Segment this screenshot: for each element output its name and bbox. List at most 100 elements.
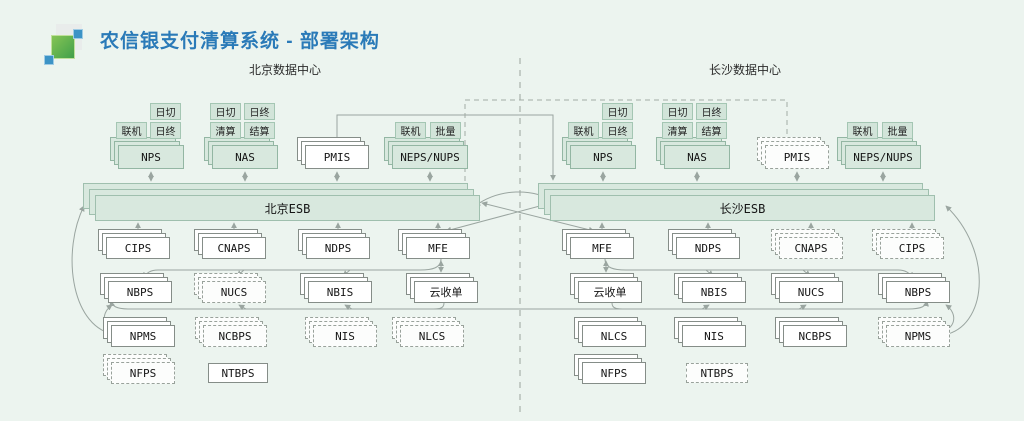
node-box: NUCS	[202, 281, 266, 303]
node-bj-ncbps: NCBPS	[195, 317, 267, 347]
tag-cs-nps-tag-day-cut: 日切	[602, 103, 633, 120]
node-cs-nas: NAS	[656, 137, 730, 169]
node-label: NBIS	[700, 285, 728, 299]
node-label: NUCS	[220, 285, 248, 299]
node-bj-mfe: MFE	[398, 229, 470, 259]
node-label: NBIS	[326, 285, 354, 299]
node-box: NCBPS	[783, 325, 847, 347]
node-bj-cloud-acquiring: 云收单	[406, 273, 478, 303]
node-label: NIS	[335, 329, 355, 343]
tag-cs-nps-tag-day-end: 日终	[602, 122, 633, 139]
logo-blue-square-bottom	[44, 55, 54, 65]
node-label: NPMS	[129, 329, 157, 343]
tag-bj-nas-tag-settlement: 结算	[244, 122, 275, 139]
node-label: NBPS	[904, 285, 932, 299]
node-label: NFPS	[129, 366, 157, 380]
node-bj-npms: NPMS	[103, 317, 175, 347]
node-label: NAS	[687, 150, 707, 164]
node-box: NPMS	[111, 325, 175, 347]
logo-green-square	[51, 35, 75, 59]
tag-bj-nas-tag-day-cut: 日切	[210, 103, 241, 120]
node-box: CNAPS	[779, 237, 843, 259]
node-box: NIS	[682, 325, 746, 347]
node-label: NLCS	[418, 329, 446, 343]
node-box: NTBPS	[686, 363, 748, 383]
node-box: NPS	[570, 145, 636, 169]
node-label: NEPS/NUPS	[853, 150, 913, 164]
node-label: NEPS/NUPS	[400, 150, 460, 164]
node-bj-neps-nups: NEPS/NUPS	[384, 137, 468, 169]
node-label: MFE	[592, 241, 612, 255]
node-cs-nucs: NUCS	[771, 273, 843, 303]
node-bj-esb: 北京ESB	[83, 183, 480, 221]
tag-bj-nas-tag-day-end: 日终	[244, 103, 275, 120]
node-box: NPS	[118, 145, 184, 169]
node-bj-nas: NAS	[204, 137, 278, 169]
node-box: NPMS	[886, 325, 950, 347]
node-label: NDPS	[694, 241, 722, 255]
node-box: PMIS	[765, 145, 829, 169]
node-box: NEPS/NUPS	[392, 145, 468, 169]
node-bj-ndps: NDPS	[298, 229, 370, 259]
node-cs-cips: CIPS	[872, 229, 944, 259]
node-cs-ncbps: NCBPS	[775, 317, 847, 347]
node-box: NLCS	[400, 325, 464, 347]
node-box: NBIS	[682, 281, 746, 303]
node-label: NLCS	[600, 329, 628, 343]
node-box: NBPS	[886, 281, 950, 303]
node-box: 长沙ESB	[550, 195, 935, 221]
node-box: NEPS/NUPS	[845, 145, 921, 169]
tag-cs-nas-tag-clearing: 清算	[662, 122, 693, 139]
node-cs-ntbps: NTBPS	[686, 363, 748, 383]
logo-blue-square-top	[73, 29, 83, 39]
node-label: NTBPS	[700, 366, 734, 380]
tag-bj-nps-tag-day-cut: 日切	[150, 103, 181, 120]
node-cs-nlcs: NLCS	[574, 317, 646, 347]
node-label: PMIS	[323, 150, 351, 164]
node-label: NFPS	[600, 366, 628, 380]
tag-bj-nas-tag-clearing: 清算	[210, 122, 241, 139]
node-label: NTBPS	[221, 366, 255, 380]
node-cs-ndps: NDPS	[668, 229, 740, 259]
datacenter-label-changsha: 长沙数据中心	[709, 63, 782, 77]
node-box: MFE	[570, 237, 634, 259]
app-logo-icon	[42, 22, 86, 65]
node-cs-npms: NPMS	[878, 317, 950, 347]
node-box: CNAPS	[202, 237, 266, 259]
node-label: 云收单	[429, 286, 463, 299]
node-cs-neps-nups: NEPS/NUPS	[837, 137, 921, 169]
node-label: 北京ESB	[264, 201, 311, 216]
node-bj-nbis: NBIS	[300, 273, 372, 303]
node-box: NUCS	[779, 281, 843, 303]
tag-cs-neps-tag-batch: 批量	[882, 122, 913, 139]
node-label: NPS	[593, 150, 613, 164]
node-label: NPS	[141, 150, 161, 164]
node-bj-pmis: PMIS	[297, 137, 369, 169]
tag-cs-neps-tag-online: 联机	[847, 122, 878, 139]
node-box: 北京ESB	[95, 195, 480, 221]
node-label: NCBPS	[218, 329, 252, 343]
node-label: CNAPS	[794, 241, 828, 255]
tag-cs-nps-tag-online: 联机	[568, 122, 599, 139]
node-box: NAS	[664, 145, 730, 169]
node-bj-nucs: NUCS	[194, 273, 266, 303]
node-cs-pmis: PMIS	[757, 137, 829, 169]
node-label: NPMS	[904, 329, 932, 343]
node-label: NIS	[704, 329, 724, 343]
node-label: CIPS	[898, 241, 926, 255]
node-bj-cips: CIPS	[98, 229, 170, 259]
node-cs-nps: NPS	[562, 137, 636, 169]
node-box: NDPS	[676, 237, 740, 259]
node-box: NAS	[212, 145, 278, 169]
node-label: CNAPS	[217, 241, 251, 255]
node-box: NBIS	[308, 281, 372, 303]
node-label: PMIS	[783, 150, 811, 164]
node-label: NBPS	[126, 285, 154, 299]
page-title: 农信银支付清算系统 - 部署架构	[100, 31, 380, 52]
node-label: MFE	[428, 241, 448, 255]
node-box: NFPS	[582, 362, 646, 384]
tag-bj-nps-tag-online: 联机	[116, 122, 147, 139]
node-label: NCBPS	[798, 329, 832, 343]
node-label: CIPS	[124, 241, 152, 255]
tag-cs-nas-tag-settlement: 结算	[696, 122, 727, 139]
